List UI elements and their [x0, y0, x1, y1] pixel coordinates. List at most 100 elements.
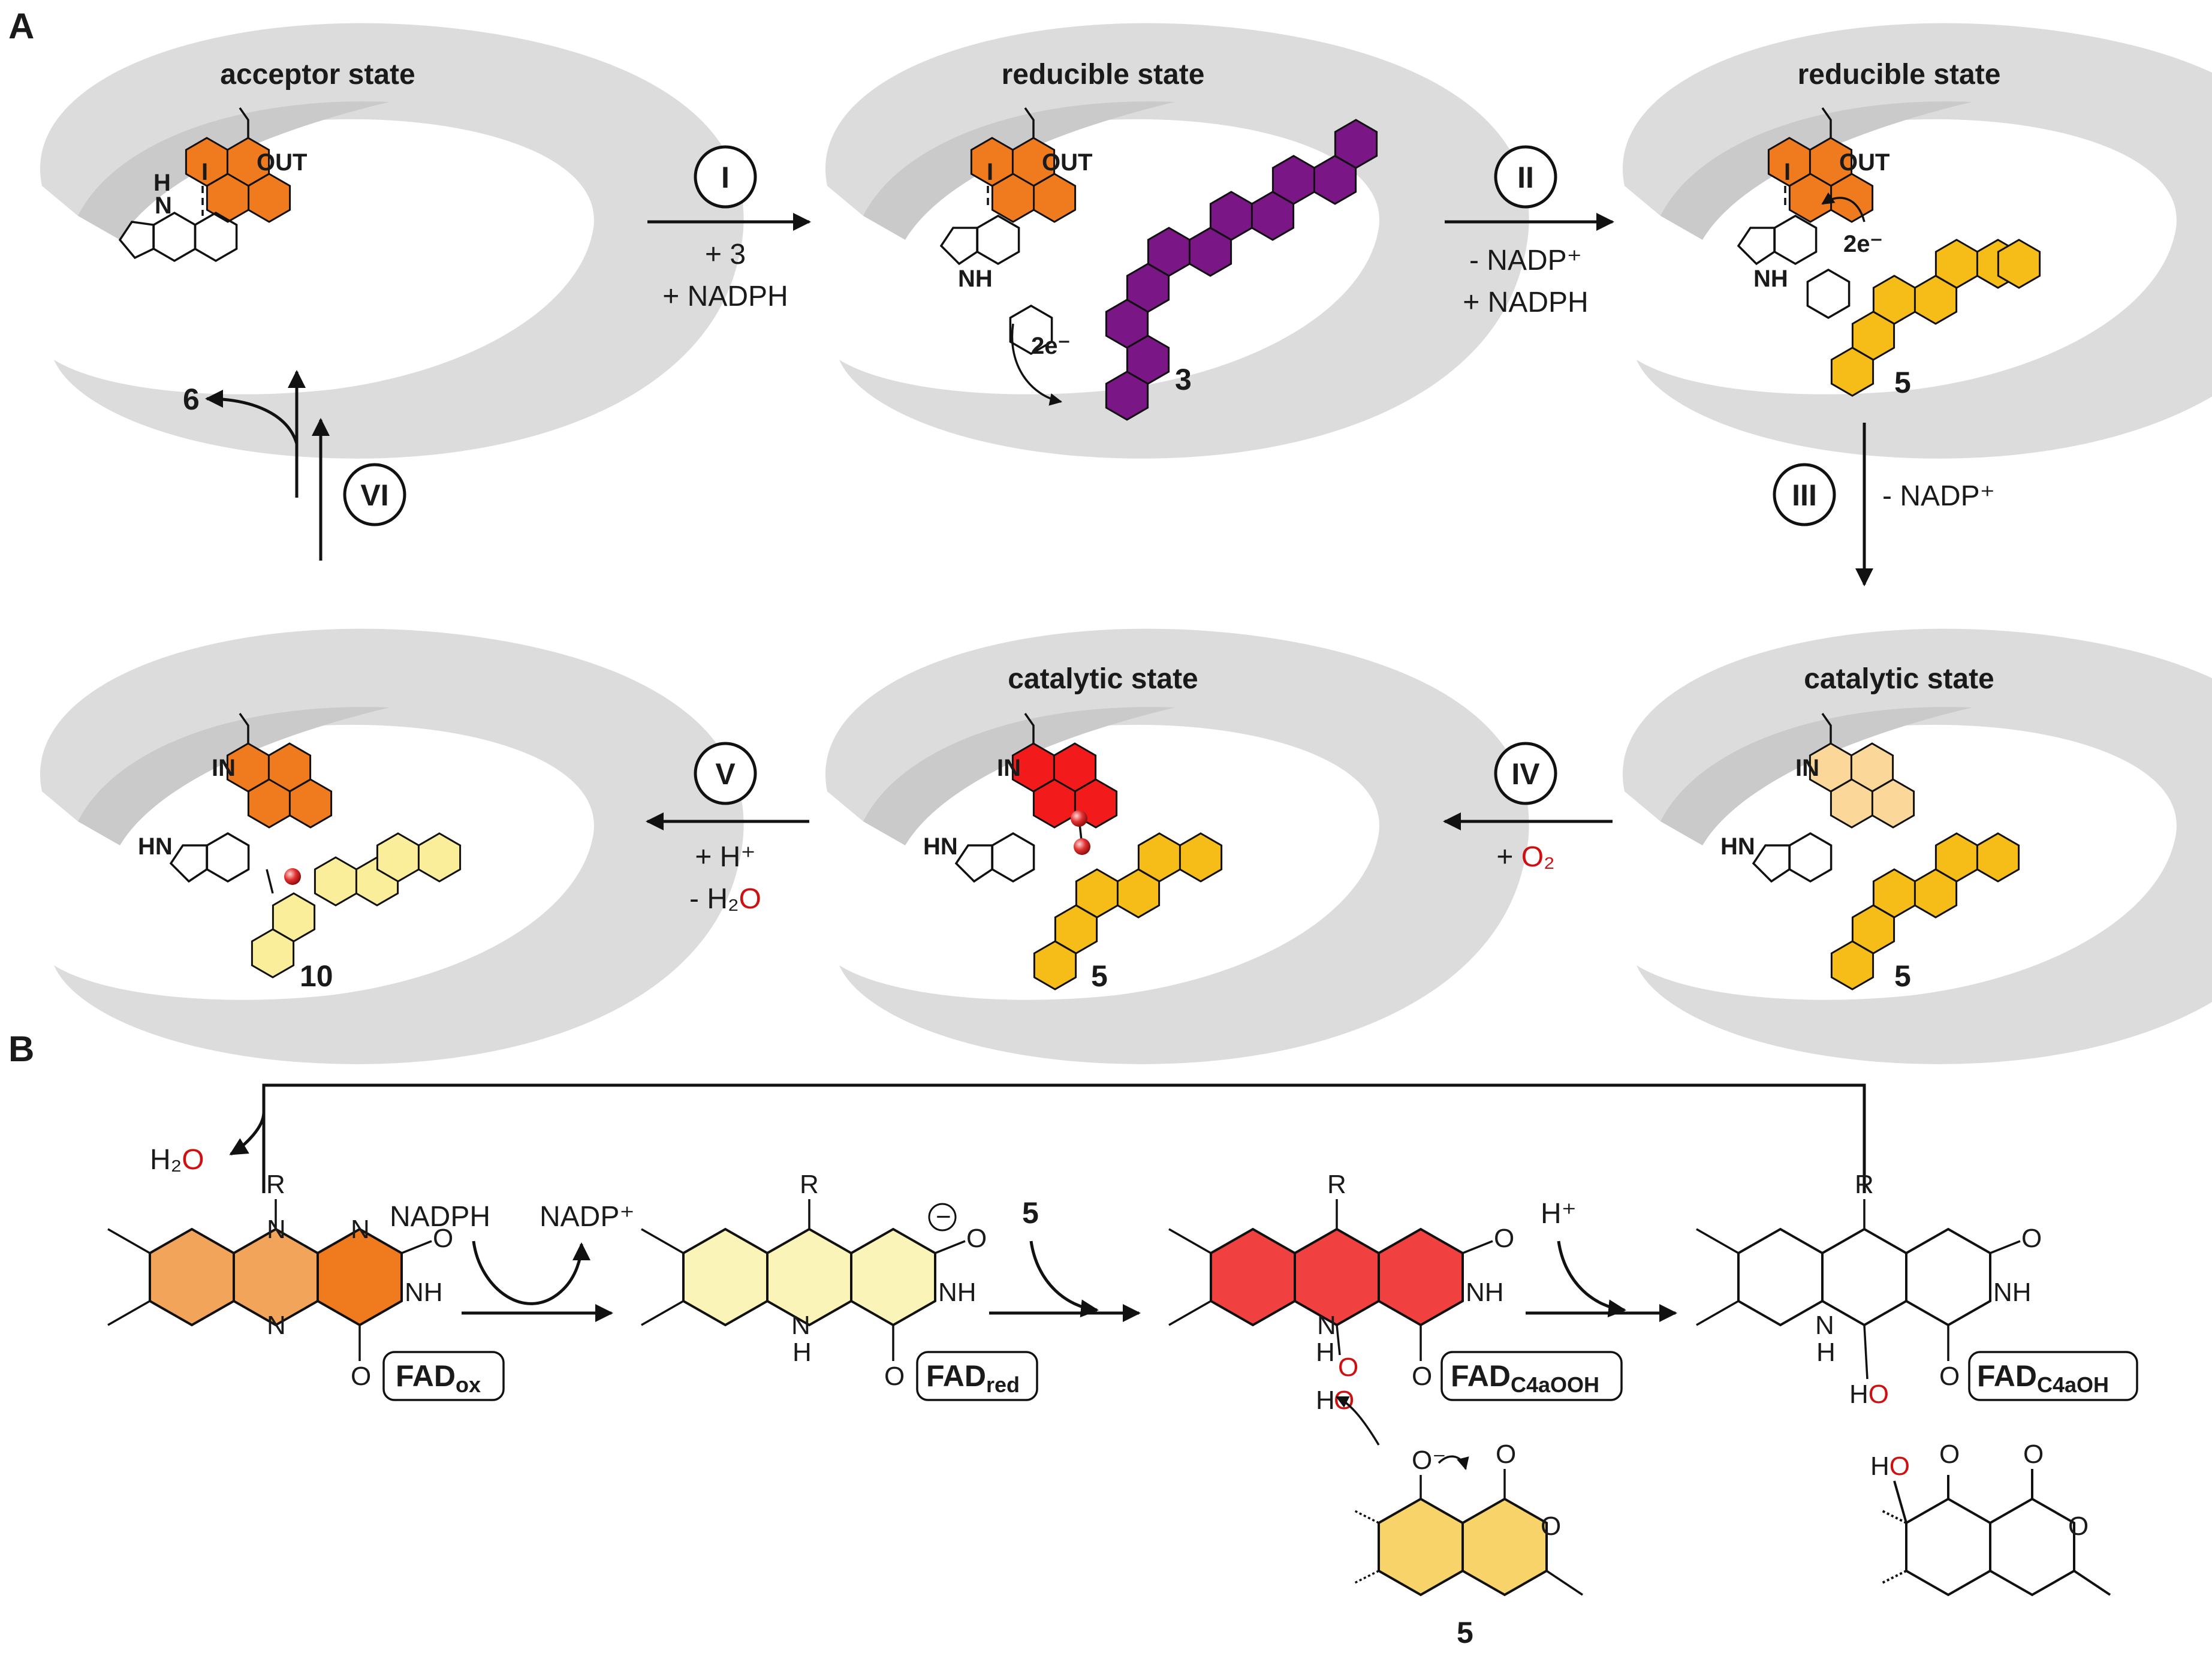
product-o-ring: O: [2068, 1512, 2089, 1541]
indole-acceptor: [118, 212, 238, 262]
out-label-1: OUT: [257, 149, 307, 176]
compound-10-label: 10: [300, 959, 333, 993]
state-label-reducible-2: reducible state: [1798, 59, 2001, 91]
reagent-v-2: - H₂O: [689, 883, 761, 915]
hn-label-4: HN: [1720, 833, 1755, 860]
h-label-1: H: [153, 170, 171, 196]
fad-red-label: FADred: [926, 1359, 1020, 1397]
indole-catalytic-2: [1752, 832, 1833, 883]
nadph-curve: [472, 1241, 590, 1305]
fad-ox-r: R: [266, 1170, 285, 1199]
fad-oh-o2: O: [1939, 1362, 1960, 1391]
fad-ooh-h2: H: [1316, 1386, 1335, 1415]
substrate-o-minus: O⁻: [1412, 1446, 1446, 1475]
flavin-in-product: [226, 742, 333, 829]
step-iii-label: III: [1792, 478, 1817, 512]
flavin-ribityl-chain-5: [1024, 712, 1035, 743]
compound-5-bottom: 5: [1457, 1616, 1473, 1649]
fad-oh-o1: O: [2021, 1224, 2042, 1253]
state-label-catalytic-1: catalytic state: [1008, 663, 1198, 695]
fad-ooh-n: N: [1317, 1311, 1336, 1340]
indole-product: [169, 832, 250, 883]
fad-ooh-structure: [1168, 1199, 1493, 1361]
step-iv-circle: [1494, 742, 1557, 805]
fad-oh-nh: NH: [1993, 1278, 2032, 1307]
step-iv-label: IV: [1511, 757, 1540, 791]
step-v-circle: [694, 742, 757, 805]
compound-5-label-c: 5: [1091, 959, 1108, 993]
fad-red-box: [916, 1351, 1038, 1401]
hplus-curve: [1557, 1241, 1626, 1318]
step-ii-label: II: [1517, 161, 1534, 194]
fad-ooh-o1: O: [1494, 1224, 1514, 1253]
fad-ox-structure: [107, 1199, 432, 1361]
nh-label-2: NH: [958, 266, 993, 292]
indole-catalytic-1: [954, 832, 1035, 883]
substrate-o-top: O: [1496, 1440, 1516, 1469]
hydroxylated-product-structure: [1882, 1469, 2111, 1597]
hn-label-5: HN: [923, 833, 958, 860]
fad-ox-box: [382, 1351, 505, 1401]
electron-transfer-arrow-3: [1821, 192, 1866, 222]
step-i-label: I: [721, 161, 730, 194]
water-release-arrow: [229, 1112, 266, 1156]
state-label-catalytic-2: catalytic state: [1804, 663, 1994, 695]
fad-ox-o1: O: [433, 1224, 453, 1253]
compound-3-label: 3: [1175, 363, 1192, 396]
fad-ooh-h: H: [1316, 1338, 1335, 1367]
indole-reducible-1: [939, 215, 1053, 355]
flavin-in-catalytic-2: [1809, 742, 1915, 829]
fad-ooh-nh: NH: [1466, 1278, 1504, 1307]
substrate-o-ring: O: [1541, 1512, 1561, 1541]
reagent-ii-1: - NADP⁺: [1469, 245, 1582, 276]
oxygen-ball-1: [1071, 810, 1087, 827]
hplus-label: H⁺: [1541, 1198, 1577, 1230]
fad-ooh-box: [1440, 1351, 1623, 1401]
fad-oh-h: H: [1816, 1338, 1836, 1367]
compound-5-label-a: 5: [1894, 366, 1911, 399]
reagent-iii: - NADP⁺: [1882, 480, 1995, 512]
electron-transfer-arrow-2: [1011, 323, 1063, 406]
in-label-6: IN: [212, 755, 236, 781]
reagent-i-2: + NADPH: [662, 281, 788, 312]
in-label-5: IN: [997, 755, 1021, 781]
panel-b-letter: B: [8, 1029, 34, 1069]
indole-reducible-2: [1737, 215, 1851, 319]
two-electron-label-3: 2e⁻: [1843, 231, 1883, 257]
i-label-3: I: [1784, 159, 1791, 185]
step-ii-circle: [1494, 145, 1557, 209]
fad-red-o2: O: [884, 1362, 905, 1391]
panel-a-letter: A: [8, 6, 34, 46]
flavin-ribityl-chain-4: [1821, 712, 1832, 743]
arrow-release-6: [205, 390, 299, 444]
step-v-label: V: [715, 757, 736, 791]
flavin-ribityl-chain-6: [239, 712, 249, 743]
n-label-1: N: [155, 192, 172, 219]
flavin-in-peroxy: [1011, 742, 1118, 829]
compound-5-curve: [1029, 1241, 1099, 1318]
state-label-acceptor: acceptor state: [220, 59, 415, 91]
fad-red-minus: −: [936, 1202, 951, 1232]
compound-6-label: 6: [183, 383, 200, 416]
product-o-top2: O: [2023, 1440, 2044, 1469]
nh-label-3: NH: [1753, 266, 1788, 292]
step-vi-label: VI: [360, 478, 388, 512]
compound-5-reagent: 5: [1022, 1196, 1039, 1230]
reagent-v-1: + H⁺: [695, 841, 755, 873]
flavin-ribityl-chain-3: [1821, 107, 1832, 138]
fad-ooh-r: R: [1327, 1170, 1346, 1199]
fad-ox-n1: N: [267, 1215, 286, 1244]
state-label-reducible-1: reducible state: [1002, 59, 1205, 91]
fad-ox-label: FADox: [396, 1359, 481, 1397]
substrate-5-catalytic-1: [1033, 832, 1223, 990]
fad-oh-r: R: [1855, 1170, 1874, 1199]
fad-oh-ho: HO: [1849, 1380, 1889, 1409]
two-electron-label-2: 2e⁻: [1031, 333, 1071, 359]
product-o-top1: O: [1939, 1440, 1960, 1469]
compound-5-label-b: 5: [1894, 959, 1911, 993]
in-label-4: IN: [1795, 755, 1819, 781]
out-label-3: OUT: [1839, 149, 1889, 176]
reagent-i-1: + 3: [705, 239, 746, 270]
fad-ooh-o-a: O: [1338, 1353, 1358, 1382]
